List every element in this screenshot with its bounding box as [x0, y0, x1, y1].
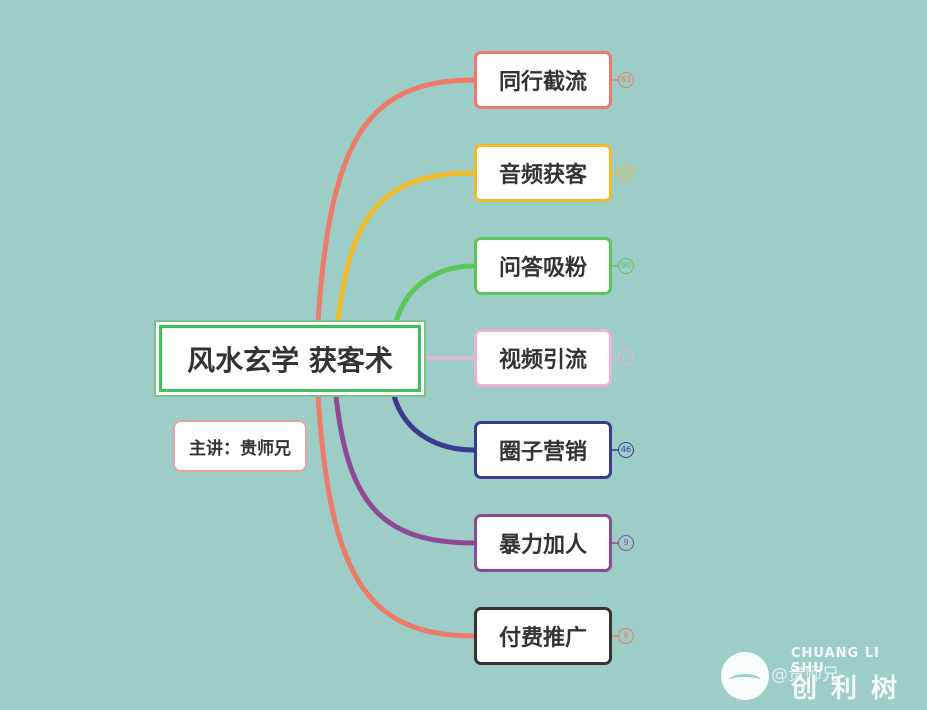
watermark-chinese: 创利树 — [791, 674, 912, 704]
branch-node-3[interactable]: 问答吸粉 — [474, 237, 612, 295]
branch-node-6[interactable]: 暴力加人 — [474, 514, 612, 572]
root-node[interactable]: 风水玄学 获客术 — [154, 320, 426, 397]
branch-node-1[interactable]: 同行截流 — [474, 51, 612, 109]
branch-node-4[interactable]: 视频引流 — [474, 329, 612, 387]
branch-count-badge-2[interactable]: 63 — [618, 165, 634, 181]
connector-line-6 — [333, 393, 477, 546]
root-label: 风水玄学 获客术 — [159, 325, 421, 392]
branch-count-badge-5[interactable]: 46 — [618, 442, 634, 458]
branch-node-5[interactable]: 圈子营销 — [474, 421, 612, 479]
watermark: CHUANG LI SHU @贵师兄 创利树 — [719, 646, 919, 704]
connector-line-1 — [315, 77, 477, 325]
watermark-latin: CHUANG LI SHU — [791, 646, 880, 676]
watermark-handle: @贵师兄 — [771, 665, 839, 685]
branch-node-7[interactable]: 付费推广 — [474, 607, 612, 665]
connector-line-5 — [391, 393, 477, 453]
watermark-logo-icon — [721, 652, 769, 700]
branch-count-badge-7[interactable]: 6 — [618, 628, 634, 644]
connector-line-2 — [335, 170, 477, 325]
connector-line-3 — [393, 263, 477, 325]
branch-count-badge-6[interactable]: 9 — [618, 535, 634, 551]
connector-line-7 — [315, 393, 477, 639]
branch-count-badge-3[interactable]: 90 — [618, 258, 634, 274]
branch-count-badge-1[interactable]: 83 — [618, 72, 634, 88]
branch-count-badge-4[interactable]: 10 — [618, 350, 634, 366]
presenter-note[interactable]: 主讲：贵师兄 — [173, 420, 307, 472]
branch-node-2[interactable]: 音频获客 — [474, 144, 612, 202]
